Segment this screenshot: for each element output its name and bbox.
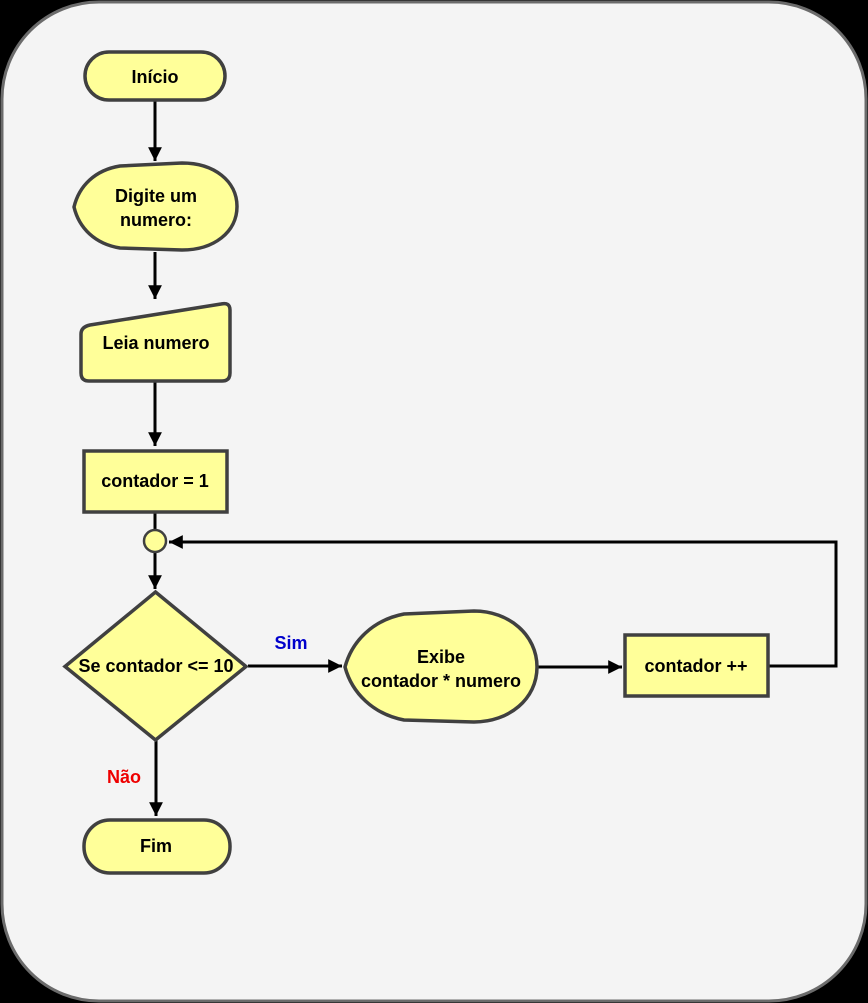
read-label: Leia numero — [102, 333, 209, 353]
increment-label: contador ++ — [644, 656, 747, 676]
edge-increment-loopback-to-junction — [169, 535, 838, 668]
start-label: Início — [131, 67, 178, 87]
show-label-line2: contador * numero — [361, 671, 521, 691]
node-init-process — [82, 449, 229, 514]
node-show-display — [343, 609, 539, 724]
init-label: contador = 1 — [101, 471, 209, 491]
yes-branch-label: Sim — [274, 633, 307, 653]
node-prompt-display — [72, 161, 239, 252]
no-branch-label: Não — [107, 767, 141, 787]
node-increment-process — [623, 633, 770, 698]
prompt-label-line2: numero: — [120, 210, 192, 230]
show-label-line1: Exibe — [417, 647, 465, 667]
node-loop-junction — [142, 528, 168, 554]
node-start-terminator — [83, 50, 227, 102]
node-decision-diamond — [62, 589, 249, 743]
decision-label: Se contador <= 10 — [78, 656, 233, 676]
end-label: Fim — [140, 836, 172, 856]
node-end-terminator — [82, 818, 232, 875]
node-read-manual-input — [79, 301, 232, 383]
prompt-label-line1: Digite um — [115, 186, 197, 206]
